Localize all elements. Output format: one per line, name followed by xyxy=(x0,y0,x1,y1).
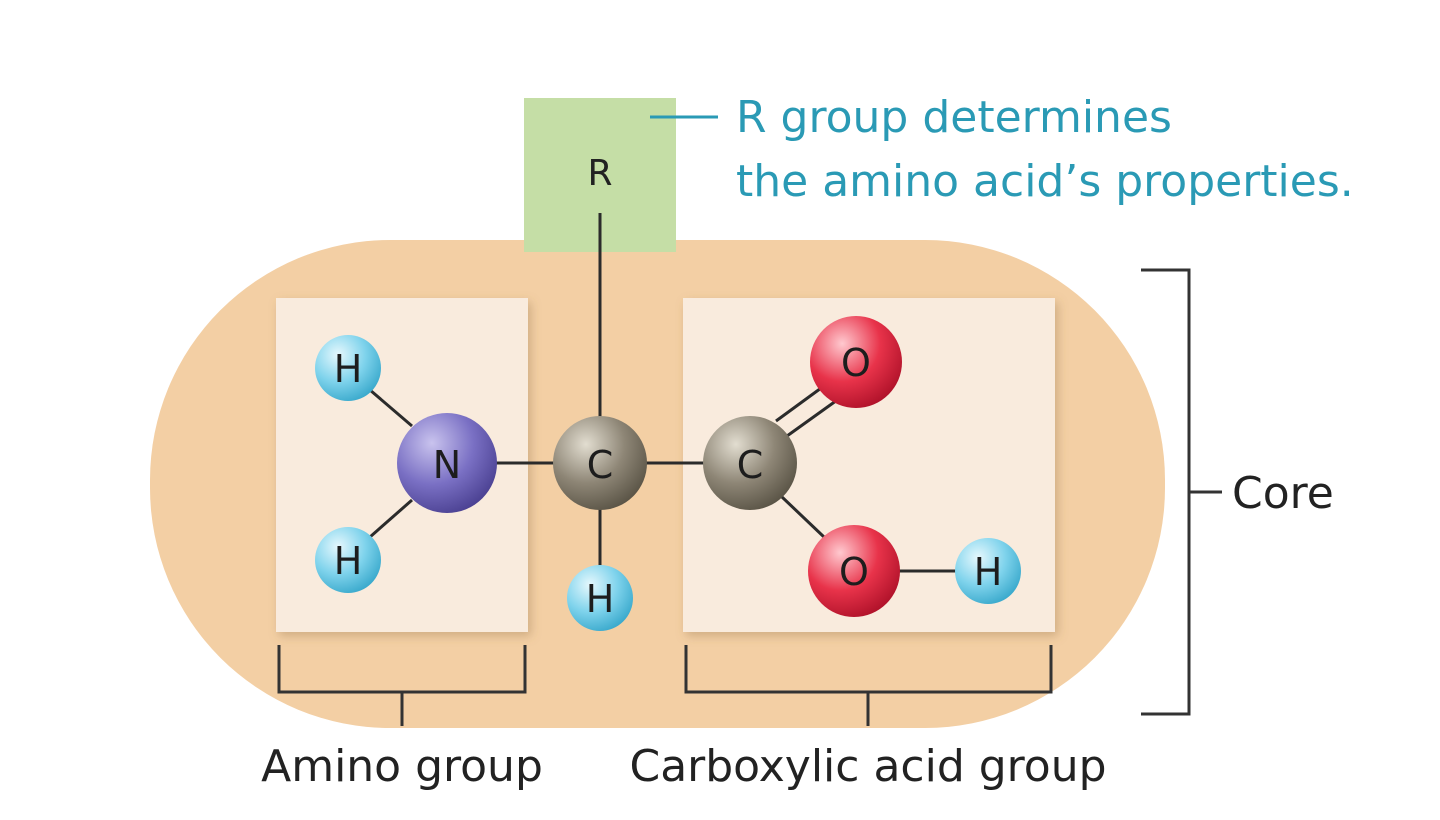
r-callout-text-line-1: R group determines xyxy=(736,92,1172,143)
svg-text:H: H xyxy=(586,577,615,621)
bond-h-top-nitrogen xyxy=(369,388,413,428)
svg-text:O: O xyxy=(841,341,871,385)
r-callout-text-line-2: the amino acid’s properties. xyxy=(736,156,1354,207)
alpha-carbon-atom: C xyxy=(553,416,647,510)
core-bracket xyxy=(1141,268,1222,716)
oxygen-atom-hydroxyl: O xyxy=(808,525,900,617)
r-group-label: R xyxy=(587,153,612,194)
svg-text:H: H xyxy=(974,550,1003,594)
carboxylic-acid-group-bracket xyxy=(684,645,1053,726)
amino-group-bracket xyxy=(277,645,527,726)
core-label: Core xyxy=(1232,468,1334,519)
nitrogen-atom: N xyxy=(397,413,497,513)
svg-text:H: H xyxy=(334,539,363,583)
hydrogen-atom-amino-top: H xyxy=(315,335,381,401)
oxygen-atom-double-bond: O xyxy=(810,316,902,408)
bond-carboxyl-carbon-hydroxyl-oxygen xyxy=(780,495,826,539)
carboxyl-carbon-atom: C xyxy=(703,416,797,510)
hydrogen-atom-alpha: H xyxy=(567,565,633,631)
svg-text:C: C xyxy=(737,443,764,487)
bond-double-b xyxy=(786,396,841,438)
svg-text:H: H xyxy=(334,347,363,391)
amino-group-label: Amino group xyxy=(261,741,543,792)
svg-text:C: C xyxy=(587,443,614,487)
carboxylic-acid-group-label: Carboxylic acid group xyxy=(629,741,1106,792)
hydrogen-atom-hydroxyl: H xyxy=(955,538,1021,604)
svg-text:N: N xyxy=(433,443,461,487)
bond-h-bottom-nitrogen xyxy=(369,498,413,539)
hydrogen-atom-amino-bottom: H xyxy=(315,527,381,593)
svg-text:O: O xyxy=(839,550,869,594)
